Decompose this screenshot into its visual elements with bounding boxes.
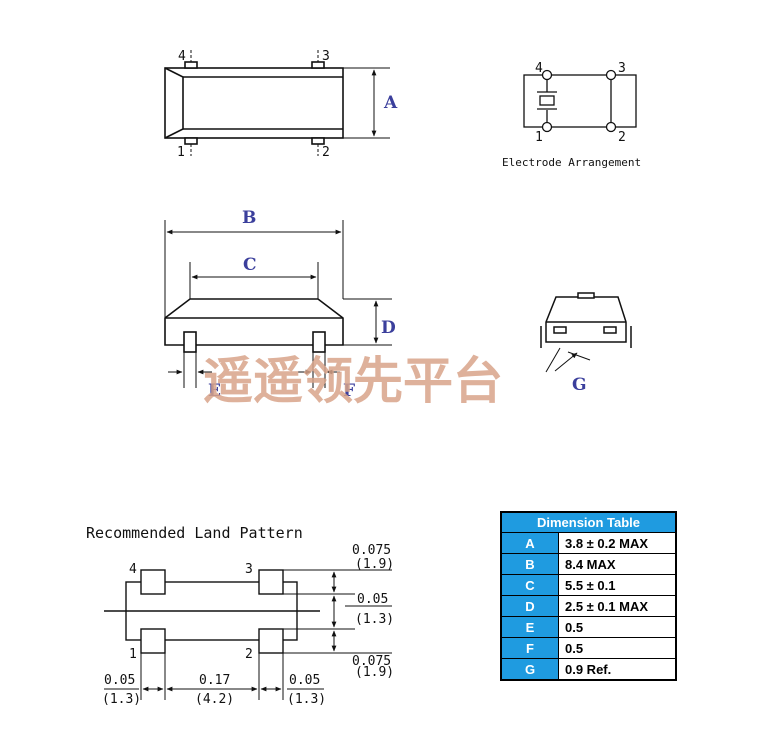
land-dim-bottom-2-bottom: (4.2) <box>195 692 234 707</box>
row-key: F <box>500 637 559 659</box>
row-value: 0.9 Ref. <box>558 658 677 681</box>
land-dim-right-3-top: 0.075 <box>352 654 391 669</box>
land-dim-right-2-top: 0.05 <box>357 592 388 607</box>
land-dim-right-1-bottom: (1.9) <box>355 557 394 572</box>
top-pin-3: 3 <box>322 49 330 64</box>
dim-label-e: E <box>208 381 221 401</box>
side-view <box>164 220 392 388</box>
land-dim-bottom-1-bottom: (1.3) <box>102 692 141 707</box>
land-pin-2: 2 <box>245 647 253 662</box>
row-key: C <box>500 574 559 596</box>
land-pin-1: 1 <box>129 647 137 662</box>
electrode-pin-2: 2 <box>618 130 626 145</box>
land-dim-right-2-bottom: (1.3) <box>355 612 394 627</box>
row-value: 0.5 <box>558 616 677 638</box>
land-pattern <box>104 569 392 700</box>
land-dim-bottom-1-top: 0.05 <box>104 673 135 688</box>
dim-label-g: G <box>572 375 587 395</box>
end-view <box>540 292 632 373</box>
row-value: 0.5 <box>558 637 677 659</box>
row-value: 3.8 ± 0.2 MAX <box>558 532 677 554</box>
land-pin-4: 4 <box>129 562 137 577</box>
land-dim-right-3-bottom: (1.9) <box>355 665 394 680</box>
electrode-pin-3: 3 <box>618 61 626 76</box>
watermark-text: 遥遥领先平台 <box>203 352 503 410</box>
electrode-pin-1: 1 <box>535 130 543 145</box>
electrode-diagram <box>523 69 637 133</box>
row-value: 5.5 ± 0.1 <box>558 574 677 596</box>
dim-label-c: C <box>243 255 257 275</box>
land-pattern-title: Recommended Land Pattern <box>86 524 303 542</box>
top-view <box>164 50 390 156</box>
row-value: 8.4 MAX <box>558 553 677 575</box>
dim-label-b: B <box>242 208 256 228</box>
dim-label-d: D <box>381 318 396 338</box>
dim-label-f: F <box>343 381 355 401</box>
dimension-table-header: Dimension Table <box>500 511 677 533</box>
electrode-caption: Electrode Arrangement <box>502 156 641 169</box>
row-key: A <box>500 532 559 554</box>
row-key: E <box>500 616 559 638</box>
land-dim-bottom-3-top: 0.05 <box>289 673 320 688</box>
electrode-pin-4: 4 <box>535 61 543 76</box>
land-dim-right-1-top: 0.075 <box>352 543 391 558</box>
row-key: G <box>500 658 559 681</box>
land-pin-3: 3 <box>245 562 253 577</box>
row-key: D <box>500 595 559 617</box>
dim-label-a: A <box>383 93 398 113</box>
land-dim-bottom-3-bottom: (1.3) <box>287 692 326 707</box>
row-value: 2.5 ± 0.1 MAX <box>558 595 677 617</box>
top-pin-2: 2 <box>322 145 330 160</box>
top-pin-4: 4 <box>178 49 186 64</box>
row-key: B <box>500 553 559 575</box>
land-dim-bottom-2-top: 0.17 <box>199 673 230 688</box>
top-pin-1: 1 <box>177 145 185 160</box>
